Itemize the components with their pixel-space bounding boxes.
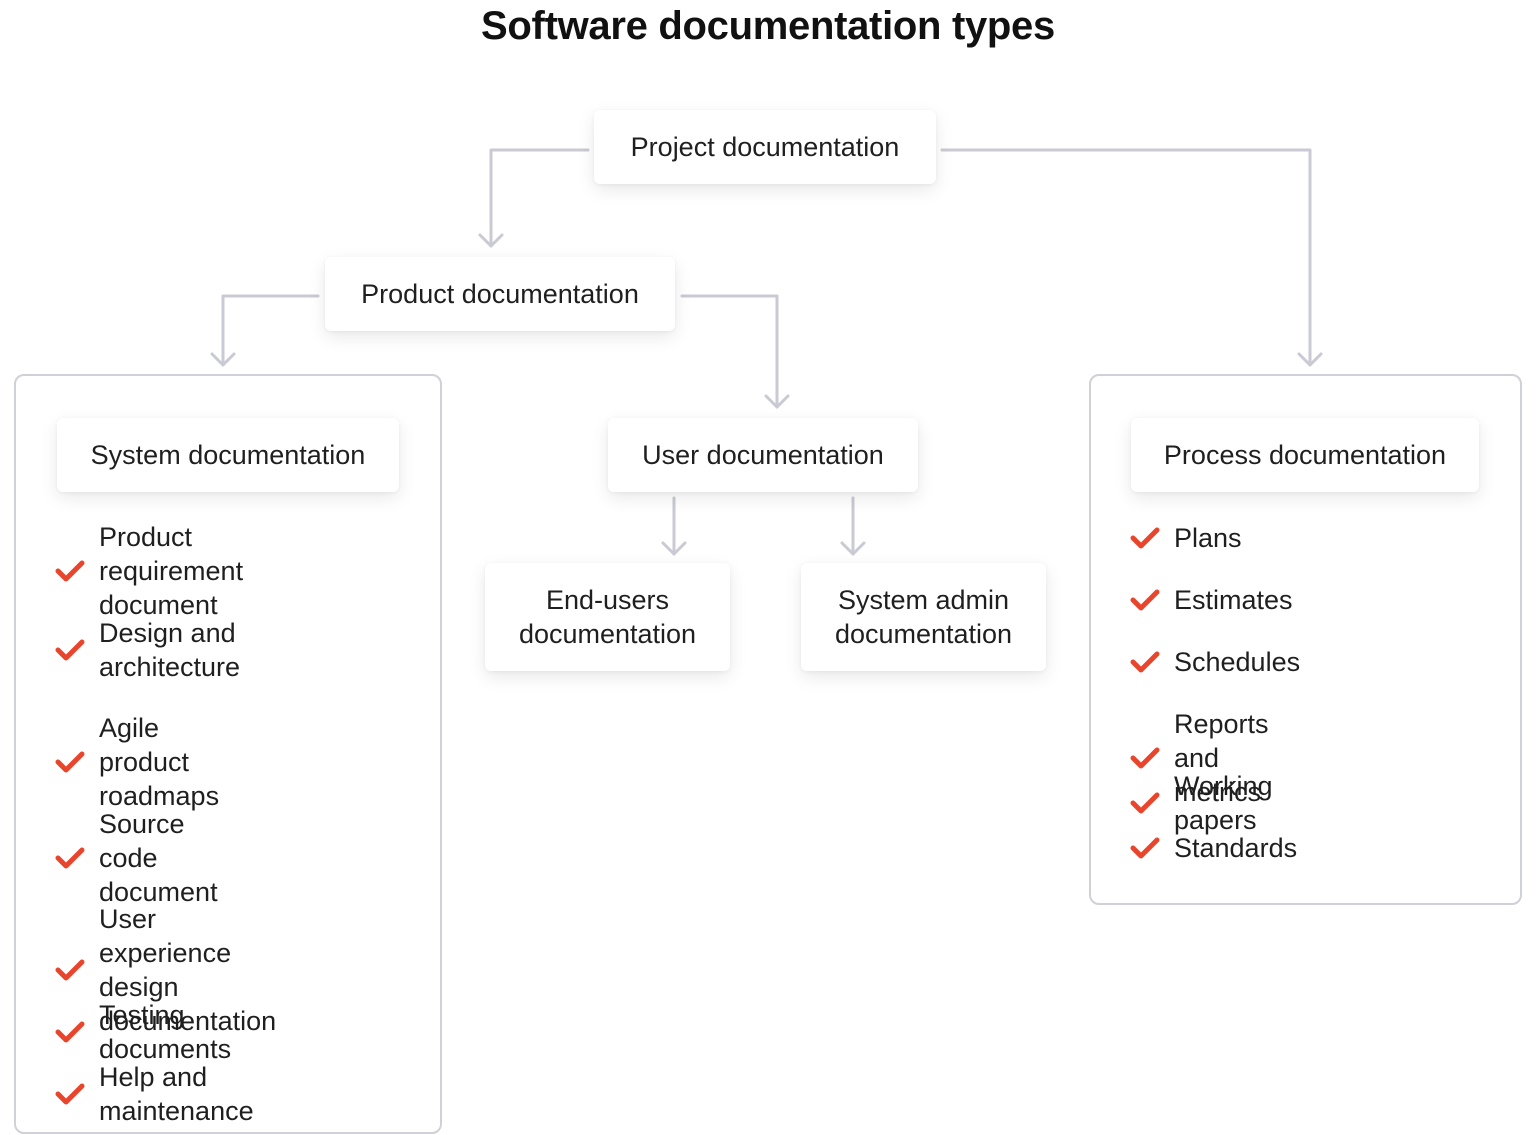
list-item: Agile product roadmaps [55,711,219,813]
connector-project-to-product [489,148,590,248]
diagram-title: Software documentation types [481,4,1055,48]
list-item-label: Working papers [1174,771,1273,835]
list-item-label: Source code document [99,809,218,907]
list-item: Reports and metrics [1130,707,1269,809]
check-icon [1130,589,1160,611]
check-icon [55,959,85,981]
check-icon [55,639,85,661]
list-item-label: Reports and metrics [1174,709,1269,807]
arrowhead [1297,352,1323,367]
list-item: Testing documents [55,998,231,1066]
process-documentation-node: Process documentation [1131,418,1479,492]
arrowhead [478,233,504,248]
list-item-label: Schedules [1174,647,1301,677]
list-item-label: Help and maintenance [99,1062,254,1126]
list-item: Standards [1130,831,1297,865]
list-item-label: Design and architecture [99,618,241,682]
arrowhead [661,541,687,556]
list-item-label: Estimates [1174,585,1293,615]
check-icon [55,847,85,869]
list-item: Working papers [1130,769,1273,837]
list-item-label: Plans [1174,523,1242,553]
list-item: Schedules [1130,645,1300,679]
connector-product-to-user [680,294,779,409]
user-documentation-node: User documentation [608,418,918,492]
list-item-label: Standards [1174,833,1298,863]
list-item: Design and architecture [55,616,240,684]
project-documentation-node: Project documentation [594,110,936,184]
system-documentation-panel [14,374,442,1134]
list-item: Product requirement document [55,520,243,622]
check-icon [1130,837,1160,859]
arrowhead [840,541,866,556]
check-icon [55,1021,85,1043]
system-documentation-node: System documentation [57,418,399,492]
check-icon [1130,527,1160,549]
list-item: Plans [1130,521,1242,555]
list-item: User experience design documentation [55,902,276,1038]
arrowhead [764,394,790,409]
check-icon [55,560,85,582]
end-users-documentation-node: End-users documentation [485,563,730,671]
list-item: Estimates [1130,583,1293,617]
check-icon [55,751,85,773]
arrowhead [210,352,236,367]
list-item-label: Product requirement document [99,522,244,620]
list-item-label: User experience design documentation [99,904,277,1036]
list-item-label: Agile product roadmaps [99,713,220,811]
product-documentation-node: Product documentation [325,257,675,331]
system-admin-documentation-node: System admin documentation [801,563,1046,671]
list-item: Source code document [55,807,218,909]
list-item: Help and maintenance [55,1060,254,1128]
check-icon [55,1083,85,1105]
check-icon [1130,747,1160,769]
list-item-label: Testing documents [99,1000,232,1064]
check-icon [1130,651,1160,673]
connector-project-to-process [940,148,1312,367]
connector-product-to-system [221,294,320,367]
check-icon [1130,792,1160,814]
